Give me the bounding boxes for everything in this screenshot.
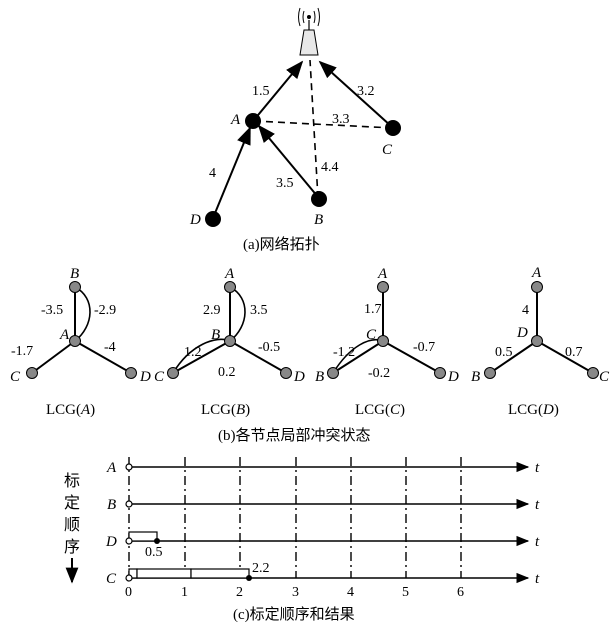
d-interval xyxy=(128,531,158,542)
lcg-d-top: A xyxy=(531,265,542,281)
caption-b: (b)各节点局部冲突状态 xyxy=(218,427,371,444)
lcg-b-w2: 3.5 xyxy=(250,303,268,318)
lcg-c-center: C xyxy=(366,327,377,343)
side-label-3: 顺 xyxy=(64,516,80,534)
lcg-b-w5: -0.5 xyxy=(258,340,280,355)
edge-d-a xyxy=(212,126,251,219)
lcg-b: A B C D 2.9 3.5 1.2 0.2 -0.5 LCG(B) xyxy=(154,266,305,418)
lcg-d-w1: 4 xyxy=(522,303,529,318)
lcg-c-right: D xyxy=(447,369,459,385)
lcg-b-w4: 0.2 xyxy=(218,365,236,380)
lcg-a-top: B xyxy=(70,266,79,282)
c-interval-3 xyxy=(190,568,250,579)
c-interval-2 xyxy=(136,568,192,579)
row-label-a: A xyxy=(106,460,117,476)
lcg-b-right: D xyxy=(293,369,305,385)
lcg-b-top: A xyxy=(224,266,235,282)
t-label-d: t xyxy=(535,534,540,550)
side-label-4: 序 xyxy=(64,538,80,556)
tick-5: 5 xyxy=(402,585,409,600)
lcg-b-left: C xyxy=(154,369,165,385)
lcg-c-w1: 1.7 xyxy=(364,302,382,317)
lcg-a-w2: -2.9 xyxy=(94,303,116,318)
lcg-b-center: B xyxy=(211,327,220,343)
lcg-a-left: C xyxy=(10,369,21,385)
lcg-b-title: LCG(B) xyxy=(201,402,250,418)
weight-b-gw: 4.4 xyxy=(321,160,339,175)
node-a-label: A xyxy=(230,112,241,128)
tick-0: 0 xyxy=(125,585,132,600)
row-label-b: B xyxy=(107,497,116,513)
lcg-d-w2: 0.5 xyxy=(495,345,513,360)
d-value: 0.5 xyxy=(145,545,163,560)
weight-a-c: 3.3 xyxy=(332,112,350,127)
lcg-d-left: B xyxy=(471,369,480,385)
edge-c-gw xyxy=(318,60,392,127)
lcg-c-w2: -1.2 xyxy=(333,345,355,360)
edge-b-a xyxy=(257,124,319,198)
weight-c-gw: 3.2 xyxy=(357,84,375,99)
lcg-a-w3: -1.7 xyxy=(11,344,33,359)
c-value: 2.2 xyxy=(252,561,270,576)
tick-1: 1 xyxy=(181,585,188,600)
node-c-label: C xyxy=(382,142,393,158)
node-a xyxy=(245,113,261,129)
edge-a-gw xyxy=(253,60,304,121)
lcg-c-top: A xyxy=(377,266,388,282)
lcg-b-w1: 2.9 xyxy=(203,303,221,318)
panel-a: A B C D 1.5 3.2 3.3 4.4 4 3.5 (a)网络拓扑 xyxy=(189,7,401,253)
tick-4: 4 xyxy=(347,585,354,600)
node-b-label: B xyxy=(314,212,323,228)
caption-c: (c)标定顺序和结果 xyxy=(233,606,355,623)
weight-a-gw: 1.5 xyxy=(252,84,270,99)
row-label-c: C xyxy=(106,571,117,587)
row-label-d: D xyxy=(105,534,117,550)
node-b xyxy=(311,191,327,207)
lcg-c-w3: -0.2 xyxy=(368,366,390,381)
lcg-c: A C B D 1.7 -1.2 -0.2 -0.7 LCG(C) xyxy=(315,266,459,418)
lcg-c-title: LCG(C) xyxy=(355,402,405,418)
t-label-a: t xyxy=(535,460,540,476)
edge-b-gw xyxy=(309,59,319,199)
tick-6: 6 xyxy=(457,585,464,600)
edge-a-c xyxy=(253,120,394,129)
panel-c: 标 定 顺 序 0.5 2.2 xyxy=(64,457,540,623)
lcg-d-center: D xyxy=(516,325,528,341)
t-label-c: t xyxy=(535,571,540,587)
lcg-a-right: D xyxy=(139,369,151,385)
lcg-c-w4: -0.7 xyxy=(413,340,435,355)
weight-d-a: 4 xyxy=(209,166,216,181)
lcg-d-w3: 0.7 xyxy=(565,345,583,360)
side-label-2: 定 xyxy=(64,494,80,512)
lcg-d-right: C xyxy=(599,369,610,385)
node-c xyxy=(385,120,401,136)
lcg-c-left: B xyxy=(315,369,324,385)
antenna-icon xyxy=(298,7,320,56)
lcg-d: A D B C 4 0.5 0.7 LCG(D) xyxy=(471,265,610,418)
lcg-a-w1: -3.5 xyxy=(41,303,63,318)
lcg-a-title: LCG(A) xyxy=(46,402,95,418)
lcg-a-center: A xyxy=(59,327,70,343)
side-label-1: 标 xyxy=(64,472,80,490)
lcg-b-w3: 1.2 xyxy=(184,345,202,360)
panel-b: B A C D -3.5 -2.9 -1.7 -4 LCG(A) A B C D… xyxy=(10,265,610,444)
node-d xyxy=(205,211,221,227)
tick-2: 2 xyxy=(236,585,243,600)
lcg-a-w4: -4 xyxy=(104,340,116,355)
t-label-b: t xyxy=(535,497,540,513)
lcg-a: B A C D -3.5 -2.9 -1.7 -4 LCG(A) xyxy=(10,266,151,418)
tick-3: 3 xyxy=(292,585,299,600)
lcg-d-title: LCG(D) xyxy=(508,402,559,418)
node-d-label: D xyxy=(189,212,201,228)
grid-lines xyxy=(128,457,462,578)
caption-a: (a)网络拓扑 xyxy=(243,236,320,253)
weight-b-a: 3.5 xyxy=(276,176,294,191)
